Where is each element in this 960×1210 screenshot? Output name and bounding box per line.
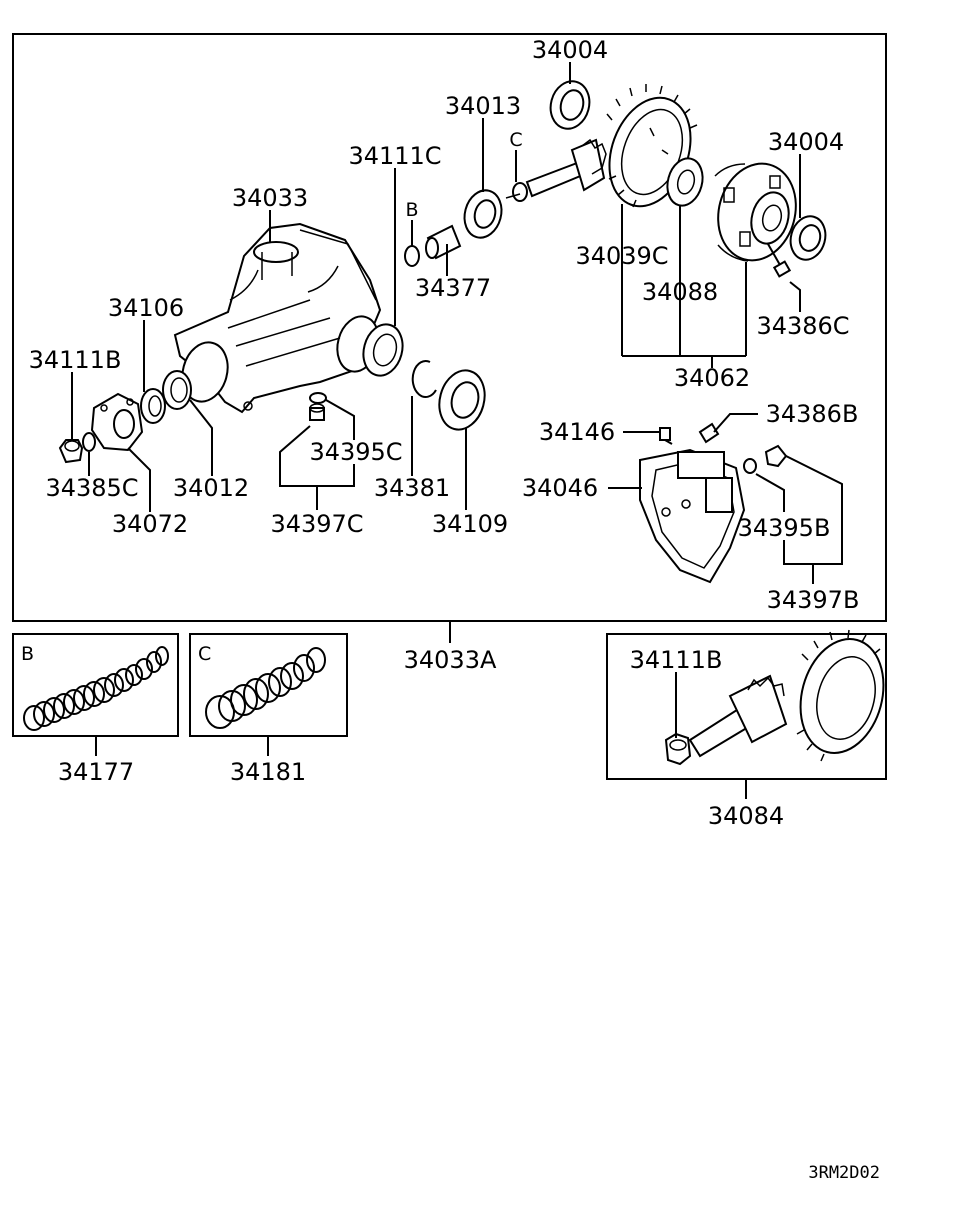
label-bearing-upper: 34004: [532, 36, 608, 64]
label-main-assembly: 34033A: [404, 646, 497, 674]
label-washer-c: 34385C: [45, 474, 138, 502]
differential-case-drawing: [714, 162, 797, 262]
label-gear-shim: 34088: [642, 278, 718, 306]
pinion-shaft-drawing: [505, 138, 607, 202]
label-coil-b: 34177: [58, 758, 134, 786]
label-marker-c: C: [509, 129, 522, 151]
diagram-code: 3RM2D02: [808, 1163, 880, 1183]
label-rear-cover: 34046: [522, 474, 598, 502]
pinion-gear-set-drawing: [664, 629, 885, 766]
label-housing: 34033: [232, 184, 308, 212]
label-pinion-nut: 34111B: [29, 346, 122, 374]
bolt-c-drawing: [767, 243, 792, 278]
label-plug-b: 34395B: [738, 514, 831, 542]
label-set-nut: 34111B: [630, 646, 723, 674]
label-snap-ring: 34381: [374, 474, 450, 502]
label-bearing-right: 34004: [768, 128, 844, 156]
inset-b-letter: B: [21, 643, 34, 665]
drain-plug-c-drawing: [309, 392, 327, 421]
coil-c-drawing: [205, 647, 326, 729]
label-marker-b: B: [405, 199, 418, 221]
oil-seal-drawing: [438, 369, 486, 431]
housing-drawing: [173, 222, 382, 414]
drain-plug-b-drawing: [743, 444, 788, 474]
label-side-seal-upper: 34111C: [348, 142, 441, 170]
breather-drawing: [659, 422, 720, 445]
label-oil-seal: 34109: [432, 510, 508, 538]
label-ring-gear: 34039C: [575, 242, 668, 270]
snap-ring-drawing: [411, 360, 437, 398]
label-spacer: 34377: [415, 274, 491, 302]
pinion-bearing-drawing: [463, 189, 503, 239]
label-coil-c: 34181: [230, 758, 306, 786]
label-bolt-b: 34386B: [766, 400, 859, 428]
rear-cover-drawing: [639, 448, 746, 584]
bearing-top-drawing: [549, 80, 591, 130]
label-drain-set-c: 34397C: [270, 510, 363, 538]
seal-ring-b-drawing: [404, 245, 420, 267]
label-plug-c: 34395C: [309, 438, 402, 466]
label-bolt-c: 34386C: [756, 312, 849, 340]
coil-b-drawing: [23, 646, 169, 731]
label-pinion-gear-set: 34084: [708, 802, 784, 830]
label-companion-flange: 34072: [112, 510, 188, 538]
label-seal-inner: 34012: [173, 474, 249, 502]
label-drain-set-b: 34397B: [767, 586, 860, 614]
side-bearing-drawing: [362, 323, 404, 377]
bearing-right-drawing: [789, 215, 827, 261]
flange-nut-drawing: [58, 432, 96, 464]
spacer-drawing: [425, 224, 462, 260]
label-breather: 34146: [539, 418, 615, 446]
label-pinion-bearing: 34013: [445, 92, 521, 120]
gear-shim-drawing: [666, 157, 704, 207]
companion-flange-drawing: [90, 392, 144, 452]
inner-seal-drawing: [140, 370, 192, 424]
label-washer: 34106: [108, 294, 184, 322]
leader-lines: [71, 62, 843, 738]
label-differential-case: 34062: [674, 364, 750, 392]
inset-c-letter: C: [198, 643, 211, 665]
